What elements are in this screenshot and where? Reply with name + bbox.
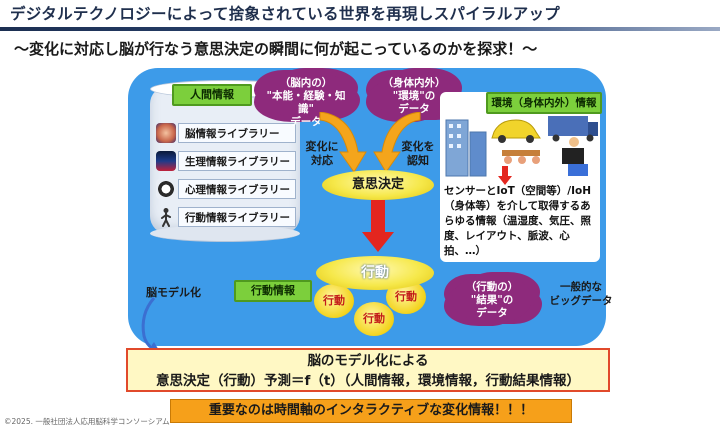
database-bottom: [150, 225, 300, 242]
heart-icon: [156, 179, 176, 199]
label-line: 対応: [311, 154, 333, 167]
title-underline: [0, 27, 720, 31]
label-line: ビッグデータ: [549, 295, 613, 307]
decision-ellipse: 意思決定: [322, 170, 434, 200]
curved-blue-arrow-icon: [141, 297, 160, 352]
down-arrow-icon: [362, 200, 394, 252]
environment-description: センサーとIoT（空間等）/IoH（身体等）を介して取得するあらゆる情報（温湿度…: [444, 185, 592, 257]
prediction-formula: 意思決定（行動）予測＝f（t）（人間情報，環境情報，行動結果情報）: [155, 373, 581, 389]
brain-model-label: 脳モデル化: [146, 286, 201, 299]
cloud-line: データ: [290, 116, 322, 128]
curved-arrows: [319, 112, 421, 173]
action-info-label: 行動情報: [234, 280, 312, 302]
label-line: 変化を: [401, 140, 435, 153]
label-line: 変化に: [305, 140, 339, 153]
label-line: 認知: [407, 154, 429, 167]
model-prediction-box: 脳のモデル化による 意思決定（行動）予測＝f（t）（人間情報，環境情報，行動結果…: [126, 348, 610, 392]
env-down-arrow-icon: [498, 166, 512, 185]
brain-icon: [156, 123, 176, 143]
cloud-line: （脳内の）: [279, 77, 333, 89]
curved-arrow-left-icon: [319, 112, 367, 173]
human-info-label: 人間情報: [172, 84, 252, 106]
walking-person-icon: [156, 207, 176, 227]
library-psychology: 心理情報ライブラリー: [178, 179, 296, 199]
cloud-line: データ: [476, 307, 508, 319]
library-behavior: 行動情報ライブラリー: [178, 207, 296, 227]
key-message-box: 重要なのは時間軸のインタラクティブな変化情報！！！: [170, 399, 572, 423]
action-ellipse: 行動: [316, 256, 434, 290]
brain-data-cloud: （脳内の） "本能・経験・知識" データ: [262, 72, 350, 128]
curved-arrow-right-icon: [373, 112, 421, 173]
cloud-line: "環境"の: [392, 90, 436, 102]
slide-subtitle: ～変化に対応し脳が行なう意思決定の瞬間に何が起こっているのかを探求！～: [14, 40, 538, 58]
slide-title: デジタルテクノロジーによって捨象されている世界を再現しスパイラルアップ: [10, 5, 561, 23]
cloud-line: "結果"の: [470, 294, 514, 306]
copyright-footer: ©2025. 一般社団法人応用脳科学コンソーシアム: [4, 417, 170, 426]
cloud-line: （身体内外）: [382, 77, 446, 89]
action-circle-left: 行動: [314, 284, 354, 318]
city-illustration: [445, 116, 598, 177]
physiology-icon: [156, 151, 176, 171]
action-circle-bottom: 行動: [354, 302, 394, 336]
label-line: 一般的な: [560, 281, 602, 293]
respond-to-change-label: 変化に 対応: [302, 140, 342, 168]
cloud-line: データ: [398, 103, 430, 115]
cloud-line: "本能・経験・知識": [266, 90, 346, 115]
cloud-line: （行動の）: [465, 281, 519, 293]
prediction-line: 脳のモデル化による: [307, 353, 429, 369]
library-brain: 脳情報ライブラリー: [178, 123, 296, 143]
library-physiology: 生理情報ライブラリー: [178, 151, 296, 171]
big-data-label: 一般的な ビッグデータ: [548, 280, 614, 308]
environment-info-label: 環境（身体内外）情報: [486, 92, 602, 114]
recognize-change-label: 変化を 認知: [398, 140, 438, 168]
result-data-cloud: （行動の） "結果"の データ: [452, 276, 532, 322]
